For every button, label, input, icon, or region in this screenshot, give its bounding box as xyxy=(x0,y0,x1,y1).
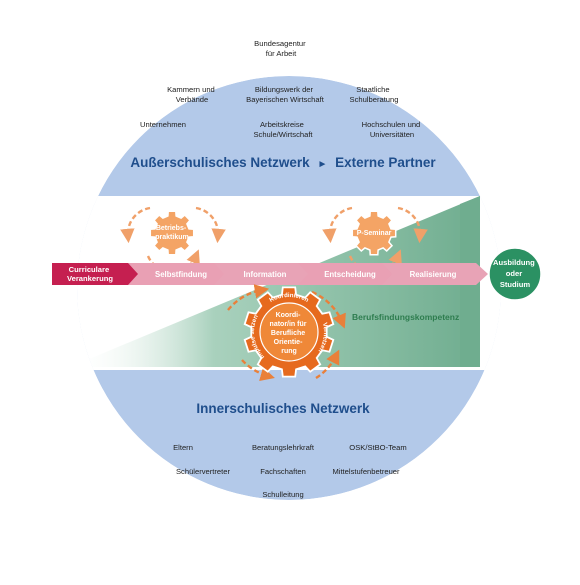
member-schuelervertreter: Schülervertreter xyxy=(176,467,230,476)
gear-inner xyxy=(259,302,319,362)
step-entscheidung: Entscheidung xyxy=(324,270,376,279)
cycle-arrow xyxy=(322,206,353,244)
step-arrow-entscheidung xyxy=(298,263,400,285)
partner-kammern: Kammern und Verbände xyxy=(167,85,217,104)
member-eltern: Eltern xyxy=(173,443,193,452)
member-schulleitung: Schulleitung xyxy=(262,490,303,499)
cycle-arrow xyxy=(241,359,275,381)
start-arrow xyxy=(52,263,144,285)
partner-bildungswerk: Bildungswerk der Bayerischen Wirtschaft xyxy=(246,85,325,104)
cycle-arrow xyxy=(120,206,151,244)
member-osk-stbo-team: OSK/StBO-Team xyxy=(349,443,406,452)
cycle-arrow xyxy=(315,349,340,380)
external-partners: Bundesagentur für Arbeit Kammern und Ver… xyxy=(140,39,423,139)
internal-members: Eltern Beratungslehrkraft OSK/StBO-Team … xyxy=(173,443,407,499)
gear-label-betriebspraktikum: Betriebs- praktikum xyxy=(155,225,188,241)
external-network-title: Außerschulisches Netzwerk ► Externe Part… xyxy=(130,155,436,170)
partner-unternehmen: Unternehmen xyxy=(140,120,186,129)
cycle-arrow xyxy=(227,284,270,311)
gear-shape xyxy=(149,210,195,256)
cycle-arrow xyxy=(397,206,428,244)
member-mittelstufenbetreuer: Mittelstufenbetreuer xyxy=(332,467,400,476)
gear-shape xyxy=(351,210,397,256)
step-arrow-realisierung xyxy=(382,263,488,285)
step-realisierung: Realisierung xyxy=(410,270,457,279)
gear-betriebspraktikum: Betriebs- praktikum xyxy=(120,206,226,274)
start-arrow-label: Curriculare Verankerung xyxy=(67,265,113,283)
cycle-arrow xyxy=(195,206,226,244)
gear-p-seminar: P-Seminar xyxy=(322,206,428,274)
gear-label-p-seminar: P-Seminar xyxy=(357,230,392,237)
partner-schulberatung: Staatliche Schulberatung xyxy=(350,85,399,104)
step-information: Information xyxy=(244,270,287,279)
cycle-arrow xyxy=(311,290,346,329)
gear-coordinator: Koordi- nator/in für Berufliche Orientie… xyxy=(227,284,346,381)
member-fachschaften: Fachschaften xyxy=(260,467,306,476)
step-selbstfindung: Selbstfindung xyxy=(155,270,207,279)
step-arrow-selbstfindung xyxy=(128,263,232,285)
competence-label: Berufsfindungskompetenz xyxy=(352,312,459,322)
goal-label: Ausbildung oder Studium xyxy=(493,258,537,289)
partner-hochschulen: Hochschulen und Universitäten xyxy=(362,120,423,139)
partner-arbeitskreise: Arbeitskreise Schule/Wirtschaft xyxy=(253,120,313,139)
process-row: Curriculare Verankerung Selbstfindung In… xyxy=(52,247,542,301)
partner-bundesagentur: Bundesagentur für Arbeit xyxy=(254,39,308,58)
gear-label-coordinator: Koordi- nator/in für Berufliche Orientie… xyxy=(270,312,309,355)
goal-circle xyxy=(488,247,542,301)
member-beratungslehrkraft: Beratungslehrkraft xyxy=(252,443,315,452)
internal-network-title: Innerschulisches Netzwerk xyxy=(196,401,370,416)
step-arrow-information xyxy=(214,263,316,285)
